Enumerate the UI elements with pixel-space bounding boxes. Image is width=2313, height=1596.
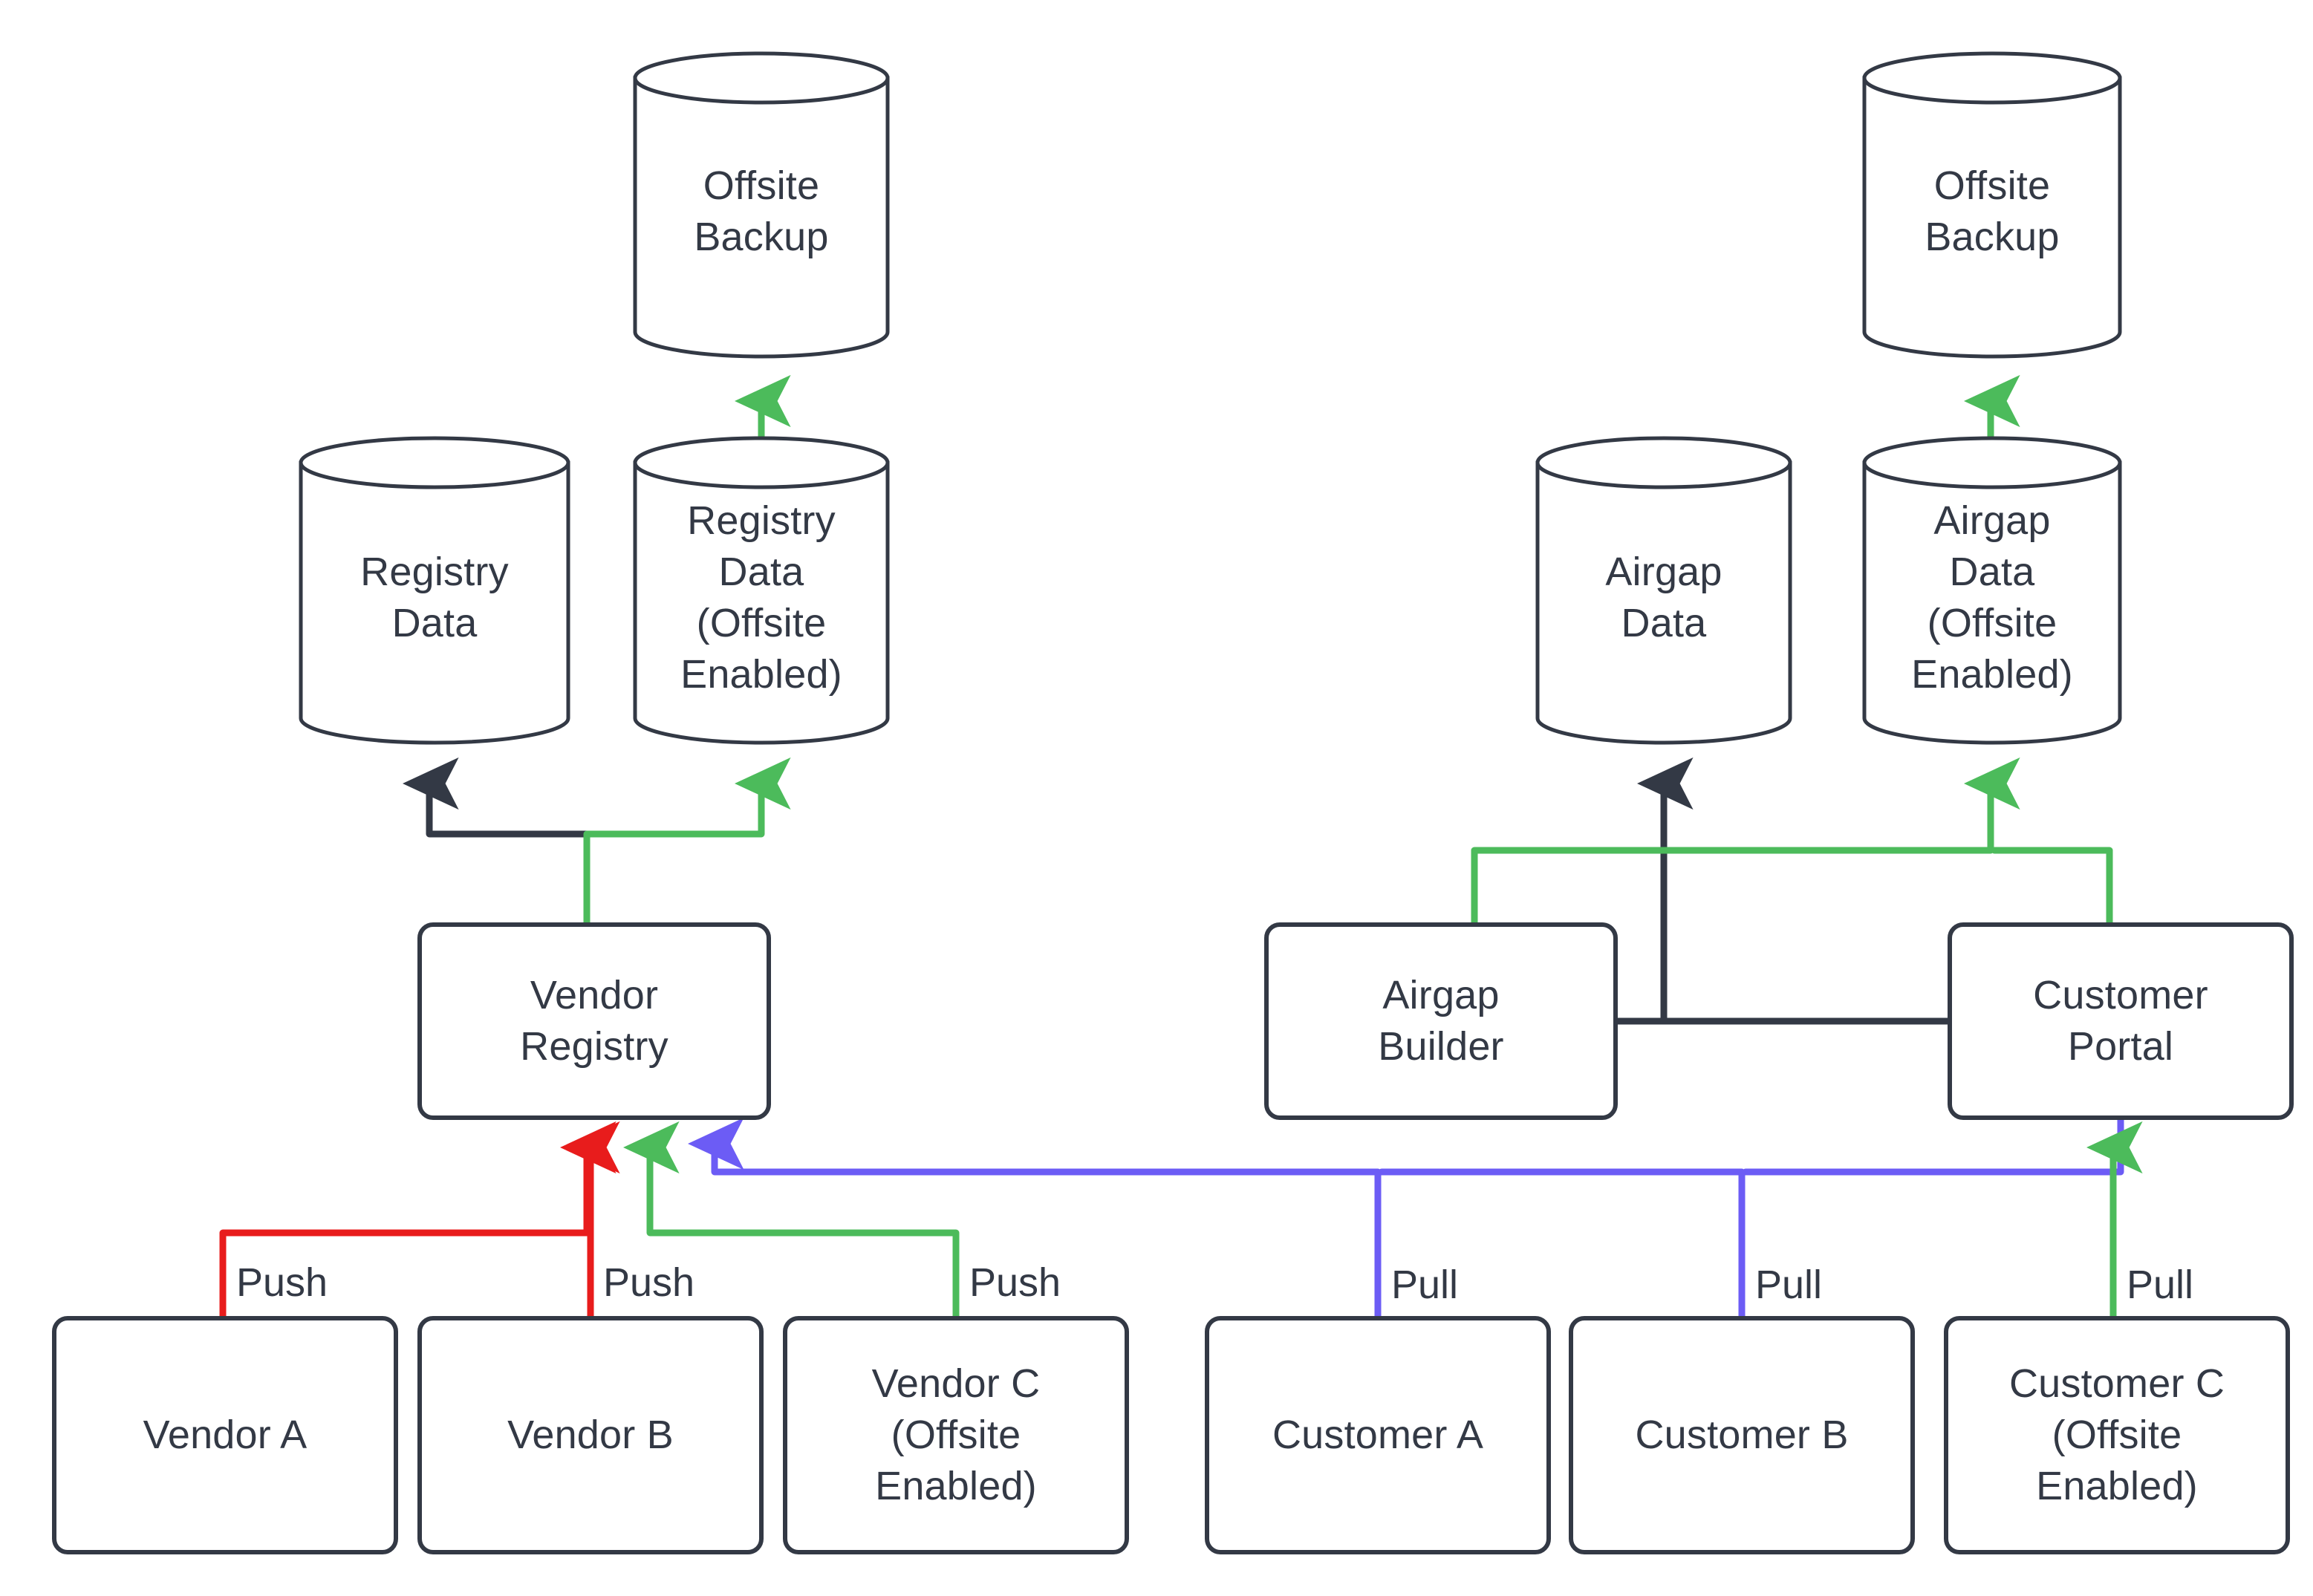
cylinder-offsite-backup-right[interactable] <box>1862 51 2122 359</box>
cylinder-offsite-backup-left[interactable] <box>633 51 890 359</box>
edge-label-pull-customer-b: Pull <box>1755 1263 1823 1307</box>
box-vendor-c[interactable] <box>783 1316 1129 1554</box>
box-customer-portal[interactable] <box>1948 922 2294 1120</box>
edge-label-pull-customer-c: Pull <box>2127 1263 2194 1307</box>
box-customer-b[interactable] <box>1569 1316 1915 1554</box>
edge-vendor-c-push <box>623 1121 960 1322</box>
edge-label-push-vendor-c: Push <box>969 1260 1061 1305</box>
edge-vendor-registry-to-registry-data <box>403 757 591 928</box>
edge-customer-b-pull <box>1378 1168 1746 1322</box>
edge-vendor-registry-to-registry-data-offsite <box>583 757 791 928</box>
edge-customer-a-pull <box>688 1117 1382 1322</box>
edge-customer-portal-to-airgap-data-offsite <box>1991 847 2113 928</box>
box-vendor-a[interactable] <box>52 1316 398 1554</box>
box-customer-a[interactable] <box>1205 1316 1551 1554</box>
edge-airgap-builder-to-airgap-data-offsite <box>1471 757 2020 928</box>
box-airgap-builder[interactable] <box>1264 922 1618 1120</box>
cylinder-airgap-data[interactable] <box>1535 436 1792 745</box>
cylinder-airgap-data-offsite[interactable] <box>1862 436 2122 745</box>
cylinder-registry-data-offsite[interactable] <box>633 436 890 745</box>
edge-label-push-vendor-a: Push <box>236 1260 328 1305</box>
box-vendor-b[interactable] <box>417 1316 764 1554</box>
box-vendor-registry[interactable] <box>417 922 771 1120</box>
box-customer-c[interactable] <box>1944 1316 2290 1554</box>
edge-label-pull-customer-a: Pull <box>1391 1263 1459 1307</box>
cylinder-registry-data[interactable] <box>299 436 570 745</box>
edge-vendor-a-push <box>219 1121 617 1322</box>
edge-customer-portal-to-pull-bus <box>1742 1114 2124 1176</box>
edge-label-push-vendor-b: Push <box>603 1260 695 1305</box>
